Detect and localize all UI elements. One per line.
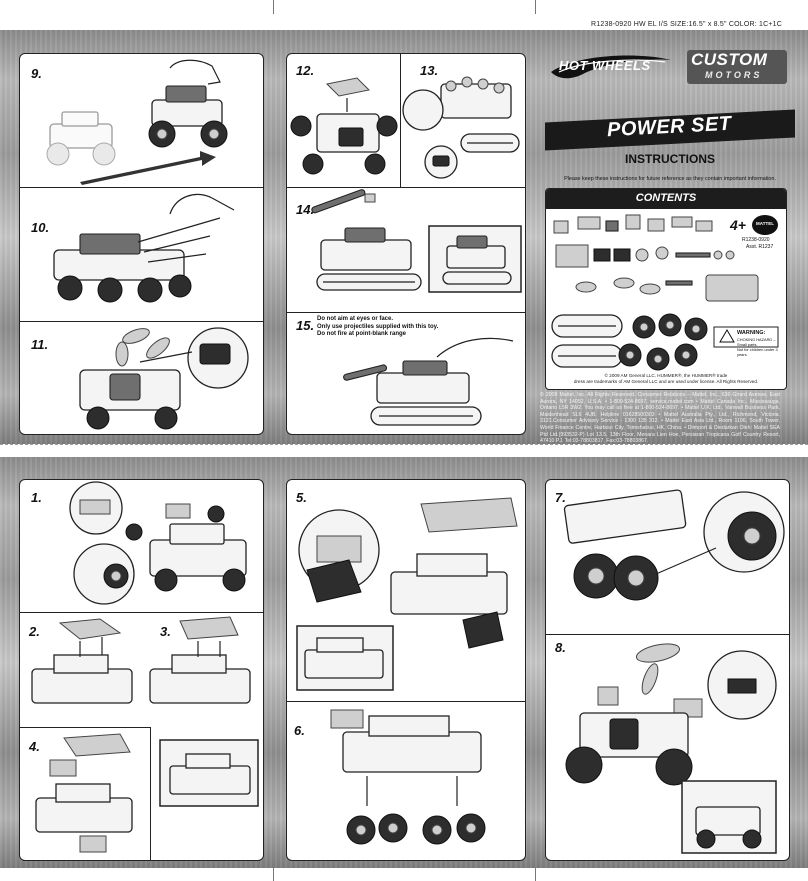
mattel-wordmark: MATTEL xyxy=(756,221,774,226)
contents-parts-illustration xyxy=(551,214,779,371)
step-number: 1. xyxy=(31,490,42,505)
step-number: 8. xyxy=(555,640,566,655)
divider xyxy=(287,187,525,188)
step-number: 2. xyxy=(29,624,40,639)
crop-mark xyxy=(273,865,274,881)
safety-line: Do not fire at point-blank range xyxy=(317,331,407,337)
step-number: 10. xyxy=(31,220,50,235)
step-number: 4. xyxy=(29,739,40,754)
print-info: R1238-0920 HW EL I/S SIZE:16.5" x 8.5" C… xyxy=(591,21,782,28)
assortment-number: Asst. R1237 xyxy=(746,244,774,250)
step-number: 13. xyxy=(420,63,439,78)
step-10-illustration xyxy=(53,193,235,303)
step-2-3-illustration xyxy=(31,616,251,704)
warning-text: CHOKING HAZARD – Small parts. Not for ch… xyxy=(737,337,783,357)
panel-steps-9-11: 9. 10. 11. xyxy=(19,53,264,435)
copyright-note: © 2009 AM General LLC. HUMMER®, the HUMM… xyxy=(552,373,780,384)
hot-wheels-logo xyxy=(551,55,671,79)
hot-wheels-wordmark: HOT WHEELS xyxy=(559,58,651,73)
panel-steps-5-6: 5. 6. xyxy=(286,479,526,861)
copyright-line: dress are trademarks of AM General LLC a… xyxy=(573,378,759,384)
age-rating: 4+ xyxy=(730,217,746,233)
contents-box: CONTENTS 4+ MATTEL R1238-0920 Asst. R123… xyxy=(545,188,787,390)
step-14-illustration xyxy=(311,189,522,293)
contents-title: CONTENTS xyxy=(635,192,697,204)
model-number: R1238-0920 xyxy=(742,237,770,243)
divider xyxy=(400,54,401,187)
warning-line: Not for children under 3 years. xyxy=(737,347,778,357)
step-1-illustration xyxy=(69,481,247,605)
step-number: 11. xyxy=(31,337,49,352)
step-number: 5. xyxy=(296,490,307,505)
step-4-illustration xyxy=(35,733,259,853)
mattel-logo xyxy=(752,215,778,235)
copyright-line: © 2009 AM General LLC. HUMMER®, the HUMM… xyxy=(604,373,728,378)
fold-line xyxy=(0,444,808,457)
crop-mark xyxy=(535,865,536,881)
cover-panel: HOT WHEELS CUSTOM MOTORS POWER SET INSTR… xyxy=(540,44,795,444)
step-number: 6. xyxy=(294,723,305,738)
safety-warning: Do not aim at eyes or face. Only use pro… xyxy=(317,316,438,339)
keep-note: Please keep these instructions for futur… xyxy=(564,176,776,182)
divider xyxy=(546,634,789,635)
step-number: 12. xyxy=(296,63,315,78)
step-5-illustration xyxy=(296,497,518,691)
step-number: 3. xyxy=(160,624,171,639)
step-number: 7. xyxy=(555,490,566,505)
crop-mark xyxy=(273,0,274,14)
step-6-illustration xyxy=(330,709,486,845)
divider xyxy=(150,727,151,860)
step-number: 14. xyxy=(296,202,315,217)
safety-line: Do not aim at eyes or face. xyxy=(317,316,394,322)
step-7-illustration xyxy=(563,489,785,601)
instructions-title: INSTRUCTIONS xyxy=(625,152,715,166)
custom-motors-logo xyxy=(687,50,787,84)
safety-line: Only use projectiles supplied with this … xyxy=(317,323,439,330)
step-9-illustration xyxy=(46,59,228,185)
custom-motors-line2: MOTORS xyxy=(705,70,763,80)
contents-header xyxy=(546,189,786,209)
panel-steps-12-15: 12. 13. 14. 15. Do not aim at eyes or fa… xyxy=(286,53,526,435)
custom-motors-line1: CUSTOM xyxy=(691,50,768,69)
step-number: 15. xyxy=(296,318,315,333)
warning-title: WARNING: xyxy=(737,330,766,336)
print-margin xyxy=(0,0,808,30)
divider xyxy=(20,612,263,613)
step-12-illustration xyxy=(290,77,398,175)
divider xyxy=(287,312,525,313)
divider xyxy=(20,727,150,728)
step-15-illustration xyxy=(343,337,514,426)
panel-steps-7-8: 7. 8. xyxy=(545,479,790,861)
warning-line: CHOKING HAZARD – Small parts. xyxy=(737,337,776,347)
divider xyxy=(20,187,263,188)
divider xyxy=(20,321,263,322)
crop-mark xyxy=(535,0,536,14)
step-number: 9. xyxy=(31,66,42,81)
step-8-illustration xyxy=(565,643,777,854)
panel-steps-1-4: 1. 2. 3. 4. xyxy=(19,479,264,861)
step-11-illustration xyxy=(79,327,249,430)
legal-text: © 2009 Mattel, Inc. All Rights Reserved.… xyxy=(540,392,780,445)
divider xyxy=(287,701,525,702)
step-13-illustration xyxy=(402,76,520,179)
